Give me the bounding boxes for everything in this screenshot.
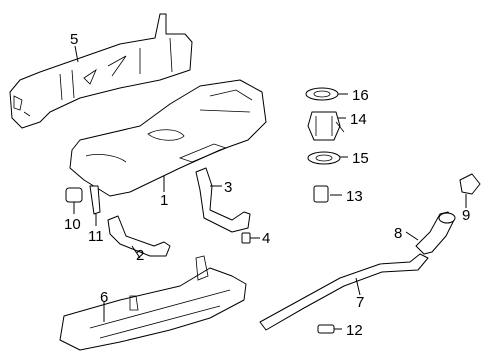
callout-14: 14 xyxy=(350,111,367,128)
tank-strap-left xyxy=(107,215,171,257)
callout-4: 4 xyxy=(262,230,270,247)
callout-3: 3 xyxy=(224,179,232,196)
callout-2: 2 xyxy=(136,247,144,264)
callout-7: 7 xyxy=(356,294,364,311)
heat-shield-upper xyxy=(9,13,193,129)
skid-plate xyxy=(59,255,247,351)
callout-15: 15 xyxy=(352,150,369,167)
hose-fitting xyxy=(317,324,335,334)
callout-5: 5 xyxy=(70,31,78,48)
callout-10: 10 xyxy=(64,216,81,233)
pump-seal xyxy=(307,151,341,165)
callout-11: 11 xyxy=(88,228,104,245)
callout-16: 16 xyxy=(352,87,369,104)
fuel-pump-module xyxy=(307,111,345,141)
bolt xyxy=(241,232,251,244)
callout-9: 9 xyxy=(462,207,470,224)
leader-lines xyxy=(73,45,467,330)
callout-8: 8 xyxy=(394,225,402,242)
filler-hose xyxy=(259,253,429,331)
filler-neck xyxy=(415,211,456,255)
lock-ring xyxy=(305,87,339,101)
fuel-cap xyxy=(459,173,481,195)
tank-strap-right xyxy=(195,167,251,233)
mounting-bracket xyxy=(65,185,101,215)
callout-13: 13 xyxy=(346,188,363,205)
vent-valve xyxy=(313,185,329,203)
callout-6: 6 xyxy=(100,289,108,306)
callout-12: 12 xyxy=(346,322,363,339)
fuel-tank xyxy=(69,79,267,197)
callout-1: 1 xyxy=(160,192,168,209)
